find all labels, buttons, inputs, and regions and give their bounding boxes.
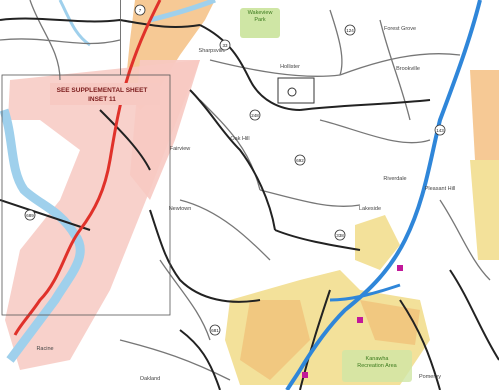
route-shield — [24, 209, 36, 221]
route-shield-number: 143 — [436, 128, 444, 133]
route-shield — [294, 154, 306, 166]
orange-land-right — [470, 70, 499, 160]
inset-box-small — [277, 77, 315, 104]
place-label-bottom-left: Racine — [36, 346, 53, 352]
place-label-fairview: Fairview — [170, 146, 191, 152]
interstate-spur — [329, 283, 401, 302]
callout-background — [50, 83, 160, 105]
place-label-sharpsville-area: Sharpsville — [199, 48, 226, 54]
route-shield — [434, 124, 446, 136]
place-label-gilbert-view-park-line1: Park — [254, 17, 266, 23]
route-shield-number: 33 — [222, 43, 228, 48]
yellow-land-mid — [355, 215, 400, 270]
route-shield-number: 681 — [211, 328, 219, 333]
route-shield — [134, 4, 146, 16]
green-park — [240, 8, 280, 38]
place-label-brookville: Brookville — [396, 66, 420, 72]
minor-roads — [0, 0, 491, 381]
stream-1 — [58, 0, 91, 47]
place-label-oakland: Oakland — [140, 376, 161, 382]
orange-land-bottom-east — [360, 300, 420, 345]
route-shield — [209, 324, 221, 336]
river-north — [149, 0, 216, 23]
interchange-marker-2 — [357, 317, 363, 323]
route-shield-number: 248 — [251, 113, 259, 118]
red-route — [13, 0, 162, 336]
route-shield-number: 124 — [346, 28, 354, 33]
place-label-riverdale: Riverdale — [383, 176, 406, 182]
route-shield-number: 689 — [26, 213, 34, 218]
route-shield-number: 338 — [336, 233, 344, 238]
route-shield-number: 692 — [296, 158, 304, 163]
inset-border-vertical — [120, 0, 121, 75]
place-label-pleasant-hill: Pleasant Hill — [425, 186, 456, 192]
place-label-lakeside: Lakeside — [359, 206, 381, 212]
interchange-marker-3 — [302, 372, 308, 378]
route-shields: 7 33 124 143 248 338 681 689 692 — [24, 4, 446, 336]
place-label-bottom-reserve-line1: Recreation Area — [357, 363, 397, 369]
yellow-land-right — [470, 160, 499, 260]
route-shield — [344, 24, 356, 36]
green-reserve — [342, 350, 412, 382]
place-label-hollister: Hollister — [280, 64, 300, 70]
place-label-gilbert-view-park-line0: Wakeview — [248, 10, 273, 16]
place-label-bottom-reserve-line0: Kanawha — [366, 356, 390, 362]
interstate-route — [285, 0, 482, 390]
route-shield — [334, 229, 346, 241]
route-shield-number: 7 — [139, 8, 142, 13]
place-label-forest-grove: Forest Grove — [384, 26, 416, 32]
place-label-oak-hill: Oak Hill — [230, 136, 249, 142]
callout-label-line2: INSET 11 — [88, 96, 116, 103]
place-label-pomeroy: Pomeroy — [419, 374, 441, 380]
orange-land-bottom — [240, 300, 310, 380]
inset-boundary — [1, 74, 171, 316]
route-shield — [219, 39, 231, 51]
place-label-newtown: Newtown — [169, 206, 192, 212]
town-symbol-inset — [287, 87, 297, 97]
interchange-marker-1 — [397, 265, 403, 271]
callout-label-line1: SEE SUPPLEMENTAL SHEET — [57, 87, 148, 94]
route-shield — [249, 109, 261, 121]
